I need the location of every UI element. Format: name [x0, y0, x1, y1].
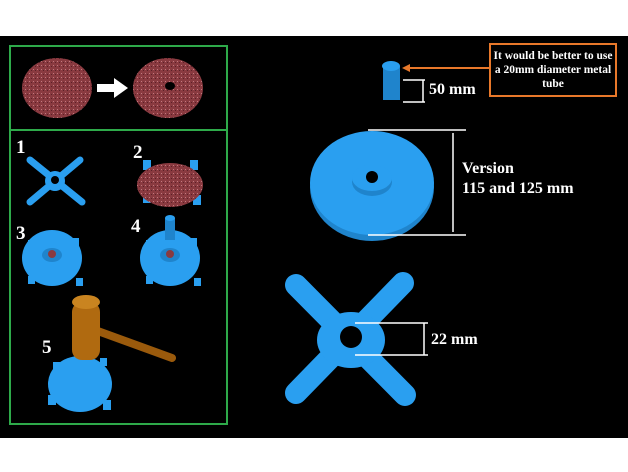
hole-size-label: 22 mm — [431, 331, 478, 348]
disc-part — [310, 131, 434, 241]
note-callout: It would be better to use a 20mm diamete… — [489, 43, 617, 97]
step-label-3: 3 — [16, 223, 26, 244]
instruction-frame — [9, 45, 228, 425]
step3-assembly — [22, 230, 83, 286]
step5-hammer — [48, 295, 176, 412]
tube-height-label: 50 mm — [429, 81, 476, 98]
sandpaper-disc — [22, 58, 92, 118]
step-label-4: 4 — [131, 216, 141, 237]
tube-part — [382, 61, 400, 100]
version-sizes-label: 115 and 125 mm — [462, 180, 574, 197]
step2-assembly — [137, 160, 203, 207]
step-label-2: 2 — [133, 142, 143, 163]
step4-assembly — [140, 215, 201, 286]
step-label-1: 1 — [16, 137, 26, 158]
version-label: Version — [462, 160, 514, 177]
arrow-icon — [97, 78, 128, 98]
step-label-5: 5 — [42, 337, 52, 358]
